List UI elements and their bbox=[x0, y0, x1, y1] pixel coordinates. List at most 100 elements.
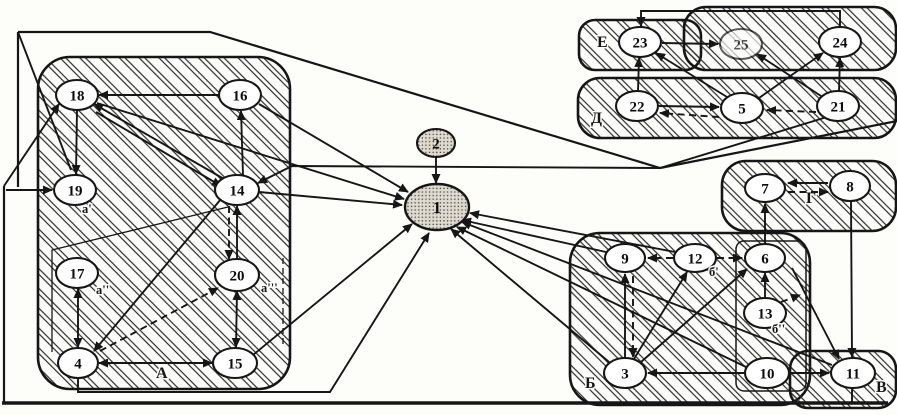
node-11-shape bbox=[829, 356, 877, 390]
node-17-shape bbox=[54, 256, 100, 290]
node-20-shape bbox=[213, 257, 261, 293]
node-12: 12 bbox=[672, 242, 718, 274]
sublabel-2: а'' bbox=[96, 283, 109, 297]
node-20: 20 bbox=[213, 257, 261, 293]
node-8: 8 bbox=[828, 169, 872, 203]
node-17: 17 bbox=[54, 256, 100, 290]
sublabel-4: б' bbox=[709, 265, 719, 279]
node-1: 1 bbox=[403, 182, 471, 232]
layer-sublabels: а'а''а'''б'б'' bbox=[81, 201, 787, 338]
region-label-D: Д bbox=[591, 110, 602, 127]
region-label-G: Г bbox=[806, 190, 816, 207]
edge-3-6 bbox=[640, 268, 748, 363]
node-14-label: 14 bbox=[230, 183, 246, 199]
region-label-A: А bbox=[156, 365, 168, 382]
sublabel-5: б'' bbox=[772, 322, 785, 336]
edge-12-1 bbox=[469, 210, 676, 253]
region-label-B: Б bbox=[585, 375, 596, 392]
node-19-label: 19 bbox=[68, 183, 83, 199]
node-25: 25 bbox=[718, 27, 764, 61]
node-24-shape bbox=[817, 25, 863, 59]
sublabel-3: а''' bbox=[261, 281, 278, 295]
node-13: 13 bbox=[742, 296, 788, 330]
node-9-label: 9 bbox=[621, 251, 629, 267]
node-12-label: 12 bbox=[688, 251, 703, 267]
node-21: 21 bbox=[815, 89, 861, 123]
node-15: 15 bbox=[211, 346, 259, 380]
edge-24-23-routed bbox=[636, 10, 841, 27]
edge-14-4 bbox=[93, 198, 222, 352]
node-13-label: 13 bbox=[758, 306, 773, 322]
node-5: 5 bbox=[719, 91, 765, 125]
node-22-shape bbox=[614, 89, 660, 123]
region-DE-upper bbox=[682, 5, 897, 72]
region-label-V: В bbox=[876, 379, 887, 396]
node-25-shape bbox=[718, 27, 764, 61]
node-17-label: 17 bbox=[70, 266, 86, 282]
node-15-shape bbox=[211, 346, 259, 380]
node-14: 14 bbox=[213, 173, 261, 207]
line-corner-to-19 bbox=[17, 31, 72, 171]
edge-23-25 bbox=[661, 39, 719, 49]
node-24-label: 24 bbox=[833, 35, 849, 51]
edge-11-1 bbox=[461, 221, 833, 366]
node-23: 23 bbox=[617, 25, 663, 59]
node-6-label: 6 bbox=[761, 251, 769, 267]
node-18-label: 18 bbox=[70, 88, 85, 104]
node-2-shape bbox=[415, 127, 457, 159]
node-20-label: 20 bbox=[230, 268, 245, 284]
node-16-label: 16 bbox=[233, 88, 249, 104]
node-23-shape bbox=[617, 25, 663, 59]
node-19: 19 bbox=[52, 173, 98, 207]
node-18: 18 bbox=[54, 78, 100, 112]
node-6-shape bbox=[743, 242, 787, 274]
node-5-label: 5 bbox=[738, 101, 746, 117]
edge-6-11 bbox=[791, 267, 840, 360]
node-5-shape bbox=[719, 91, 765, 125]
outer-top-and-slant bbox=[18, 30, 661, 170]
edge-18-19 bbox=[71, 109, 81, 175]
node-14-shape bbox=[213, 173, 261, 207]
edge-16-1 bbox=[258, 103, 409, 193]
region-b2-inner bbox=[735, 240, 807, 392]
outer-right-slant bbox=[659, 119, 897, 170]
edge-5-23 bbox=[655, 52, 728, 98]
layer-borders bbox=[2, 30, 897, 405]
node-10-shape bbox=[743, 356, 791, 390]
sub-boundary-a2 bbox=[51, 206, 229, 352]
edge-18-1 bbox=[96, 102, 405, 201]
edge-18-14 bbox=[95, 111, 222, 187]
node-2: 2 bbox=[415, 127, 457, 159]
edge-22-5 bbox=[658, 102, 720, 112]
node-2-label: 2 bbox=[432, 136, 440, 152]
edge-10-1 bbox=[456, 226, 747, 368]
edge-corner-18 bbox=[3, 103, 60, 187]
edge-14-18 bbox=[93, 103, 225, 180]
node-19-shape bbox=[52, 173, 98, 207]
node-16-shape bbox=[217, 78, 263, 112]
node-7-label: 7 bbox=[761, 181, 769, 197]
node-10-label: 10 bbox=[760, 366, 775, 382]
node-4-label: 4 bbox=[74, 356, 82, 372]
node-15-label: 15 bbox=[228, 356, 243, 372]
node-3: 3 bbox=[602, 356, 648, 390]
node-22-label: 22 bbox=[630, 99, 645, 115]
node-23-label: 23 bbox=[633, 35, 648, 51]
edge-8-11 bbox=[847, 200, 857, 358]
edge-5-24 bbox=[758, 52, 824, 99]
node-1-shape bbox=[403, 182, 471, 232]
edge-14-1 bbox=[258, 191, 403, 209]
node-18-shape bbox=[54, 78, 100, 112]
edge-21-14-long bbox=[257, 116, 828, 184]
node-24: 24 bbox=[817, 25, 863, 59]
edge-14-16 bbox=[236, 110, 246, 176]
edge-15-1 bbox=[252, 223, 413, 356]
layer-edges bbox=[3, 10, 857, 402]
edge-20-15 bbox=[231, 290, 242, 348]
node-1-label: 1 bbox=[433, 198, 442, 217]
edge-21-5-dashed bbox=[766, 105, 817, 115]
node-21-shape bbox=[815, 89, 861, 123]
